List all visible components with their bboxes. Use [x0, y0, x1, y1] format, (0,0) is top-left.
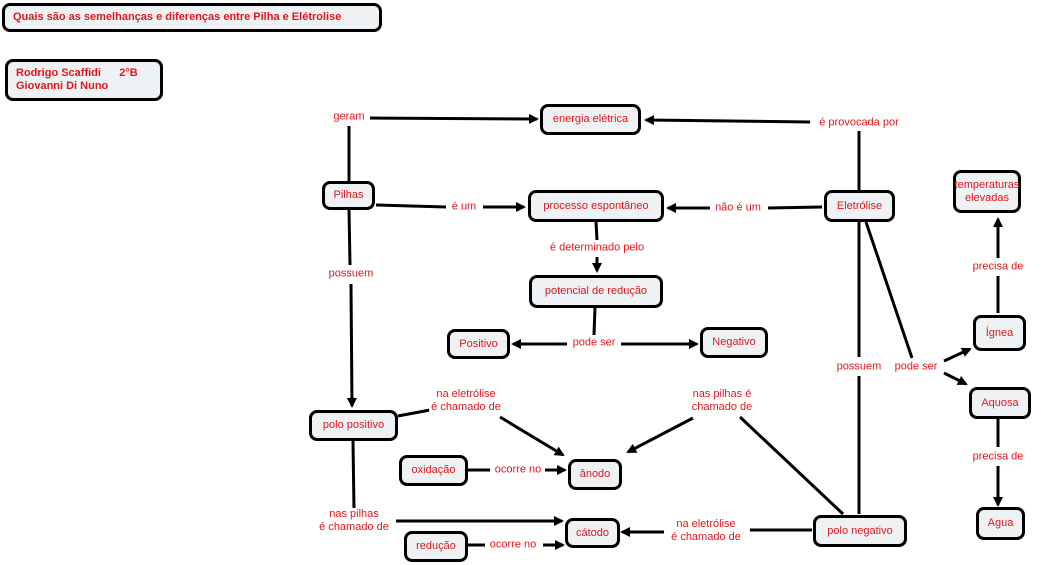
- concept-eletrolise[interactable]: Eletrólise: [824, 190, 895, 222]
- map-title: Quais são as semelhanças e diferenças en…: [2, 3, 382, 32]
- arrow-geram-energia: [369, 113, 539, 124]
- arrow-pilhas-anodo: [626, 416, 694, 454]
- arrow-podeser-aquosa: [943, 371, 968, 386]
- concept-aquosa[interactable]: Aquosa: [969, 387, 1031, 419]
- arrow-podeser-ignea: [943, 347, 972, 363]
- link-pilhas-anodo-line2: chamado de: [691, 401, 753, 413]
- link-eletrolise-catodo-line1: na eletrólise: [676, 518, 736, 530]
- concept-polo-positivo[interactable]: polo positivo: [309, 410, 398, 441]
- link-pilhas-catodo: nas pilhas é chamado de: [317, 508, 391, 534]
- line-polopositivo-eletrolise: [397, 408, 431, 418]
- link-ocorre-no-reducao: ocorre no: [487, 538, 539, 552]
- link-pilhas-catodo-line2: é chamado de: [319, 521, 389, 533]
- concept-negativo[interactable]: Negativo: [700, 327, 768, 358]
- link-ocorre-no-oxidacao: ocorre no: [492, 463, 544, 477]
- link-eletrolise-anodo: na eletrólise é chamado de: [429, 388, 503, 414]
- link-precisa-de-ignea: precisa de: [970, 260, 1026, 274]
- link-pilhas-anodo-line1: nas pilhas é: [692, 388, 752, 400]
- line-processo-determinado: [594, 221, 599, 241]
- line-eletrolise-podeser: [864, 221, 914, 359]
- line-pilhas-possuem: [347, 208, 352, 266]
- concept-reducao[interactable]: redução: [404, 531, 468, 562]
- concept-anodo[interactable]: ânodo: [568, 459, 622, 490]
- concept-energia-eletrica[interactable]: energia elétrica: [540, 104, 641, 135]
- line-pilhas-eum: [375, 203, 447, 209]
- link-pode-ser-eletrolise: pode ser: [892, 360, 940, 374]
- concept-catodo[interactable]: cátodo: [565, 518, 620, 548]
- link-eletrolise-catodo-line2: é chamado de: [671, 531, 741, 543]
- concept-processo-espontaneo[interactable]: processo espontâneo: [528, 190, 664, 222]
- author-line-1: Rodrigo Scaffidi 2°B: [16, 67, 138, 79]
- link-pilhas-anodo: nas pilhas é chamado de: [689, 388, 755, 414]
- link-pode-ser-potencial: pode ser: [570, 336, 618, 350]
- link-eletrolise-anodo-line2: é chamado de: [431, 401, 501, 413]
- link-provocada-por: é provocada por: [817, 116, 901, 130]
- concept-temperaturas-elevadas[interactable]: temperaturas elevadas: [953, 170, 1021, 213]
- authors-box: Rodrigo Scaffidi 2°B Giovanni Di Nuno: [5, 59, 163, 101]
- author-line-2: Giovanni Di Nuno: [16, 80, 109, 92]
- concept-oxidacao[interactable]: oxidação: [399, 455, 468, 486]
- link-determinado-pelo: é determinado pelo: [547, 241, 647, 255]
- arrow-provocada-energia: [644, 115, 811, 126]
- link-pilhas-catodo-line1: nas pilhas: [329, 508, 379, 520]
- link-possuem-eletrolise: possuem: [834, 360, 884, 374]
- concept-agua[interactable]: Agua: [976, 507, 1025, 540]
- link-nao-e-um: não é um: [713, 201, 763, 215]
- concept-polo-negativo[interactable]: polo negativo: [813, 515, 907, 547]
- arrow-eletrolise-anodo: [499, 415, 565, 457]
- link-e-um: é um: [449, 200, 479, 214]
- concept-pilhas[interactable]: Pilhas: [322, 181, 375, 210]
- arrow-possuem-polopositivo: [346, 283, 357, 408]
- link-eletrolise-catodo: na eletrólise é chamado de: [669, 518, 743, 544]
- concept-positivo[interactable]: Positivo: [447, 329, 510, 359]
- link-possuem-pilhas: possuem: [326, 267, 376, 281]
- line-potencial-podeser: [592, 306, 597, 336]
- line-polopositivo-nasPilhas: [351, 440, 356, 511]
- link-eletrolise-anodo-line1: na eletrólise: [436, 388, 496, 400]
- concept-potencial-reducao[interactable]: potencial de redução: [529, 275, 663, 308]
- link-geram: geram: [331, 110, 367, 124]
- line-polonegativo-pilhas: [738, 415, 845, 516]
- line-eletrolise-naoeum: [767, 205, 823, 210]
- link-precisa-de-aquosa: precisa de: [970, 450, 1026, 464]
- concept-ignea[interactable]: Ígnea: [973, 315, 1026, 351]
